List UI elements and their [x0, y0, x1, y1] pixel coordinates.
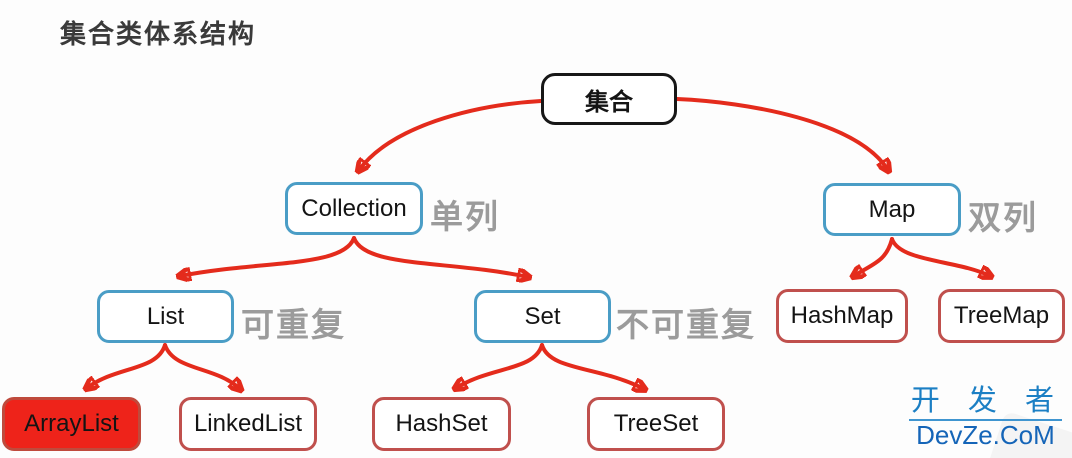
node-hashmap: HashMap: [776, 289, 908, 343]
node-set: Set: [474, 290, 611, 343]
node-collection-root: 集合: [541, 73, 677, 125]
node-hashmap-label: HashMap: [790, 302, 894, 329]
arrow-list-to-linkedlist: [163, 343, 240, 389]
node-list-label: List: [146, 302, 185, 330]
annotation-map: 双列: [968, 199, 1038, 236]
arrow-list-to-arraylist: [87, 343, 167, 388]
node-set-label: Set: [524, 302, 561, 330]
annotation-list: 可重复: [241, 306, 346, 343]
arrow-map-to-hashmap: [854, 237, 894, 276]
node-hashset-label: HashSet: [395, 410, 488, 437]
watermark-domain: DevZe.CoM: [916, 420, 1055, 451]
node-linkedlist: LinkedList: [179, 397, 317, 451]
arrow-set-to-hashset: [456, 343, 544, 388]
node-map: Map: [823, 183, 961, 236]
arrow-collection-to-set: [352, 236, 528, 277]
node-collection: Collection: [285, 182, 423, 235]
page-title: 集合类体系结构: [60, 19, 257, 49]
watermark: 开 发 者 DevZe.CoM: [908, 386, 1062, 451]
node-arraylist: ArrayList: [2, 397, 141, 451]
arrow-collection-to-list: [180, 236, 356, 276]
arrow-root-to-collection: [359, 99, 543, 170]
annotation-collection: 单列: [430, 198, 500, 235]
node-treeset-label: TreeSet: [613, 410, 699, 437]
node-treemap-label: TreeMap: [953, 302, 1050, 329]
node-collection-label: Collection: [301, 194, 407, 222]
node-treemap: TreeMap: [938, 289, 1065, 343]
node-list: List: [97, 290, 234, 343]
node-map-label: Map: [868, 195, 916, 223]
annotation-set: 不可重复: [616, 306, 756, 343]
node-hashset: HashSet: [372, 397, 511, 451]
watermark-brand: 开 发 者: [908, 386, 1062, 422]
node-collection-root-label: 集合: [585, 88, 633, 116]
arrow-map-to-treemap: [890, 237, 990, 276]
arrow-set-to-treeset: [540, 343, 644, 389]
arrow-root-to-map: [675, 97, 888, 170]
node-linkedlist-label: LinkedList: [193, 410, 303, 437]
node-treeset: TreeSet: [587, 397, 725, 451]
node-arraylist-label: ArrayList: [24, 410, 119, 437]
